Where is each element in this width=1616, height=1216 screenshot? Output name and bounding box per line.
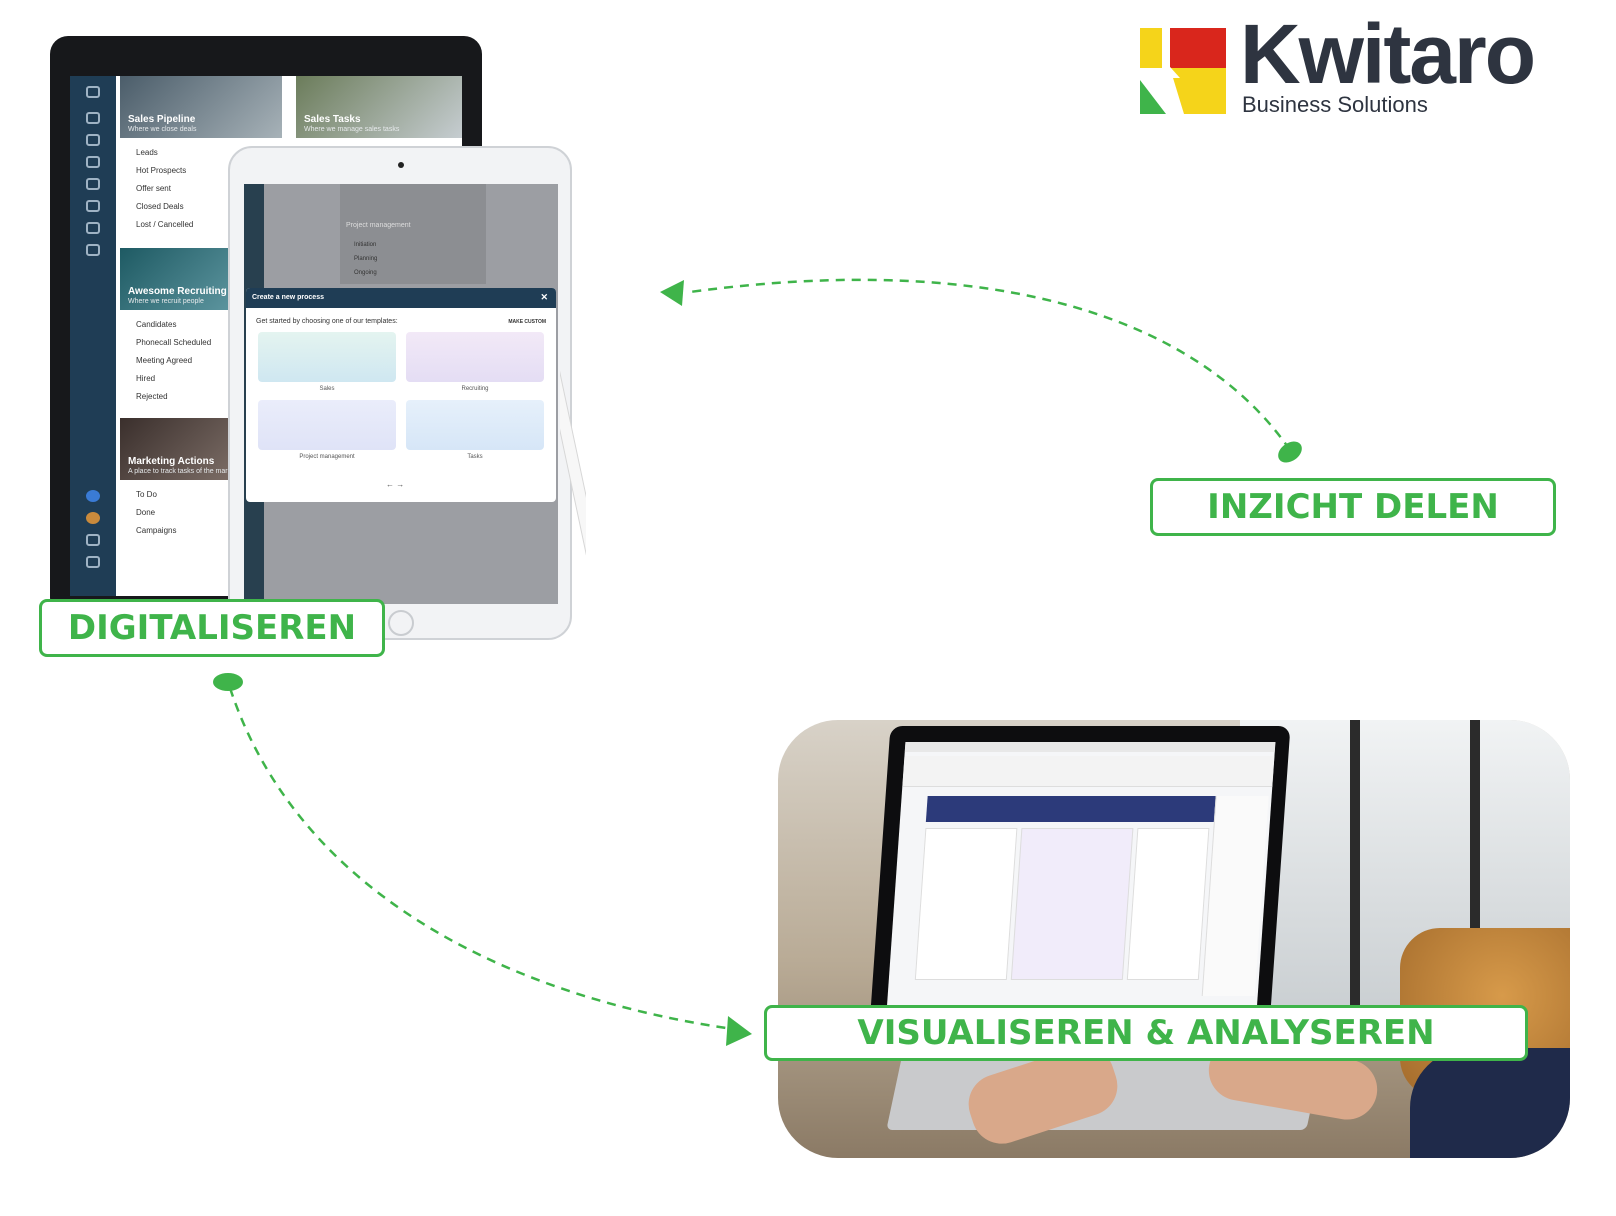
logo-mark-icon (1140, 28, 1226, 114)
arrow-digital-to-visual (228, 687, 741, 1032)
template-caption: Recruiting (461, 386, 489, 392)
panel-title: Project management (346, 222, 411, 229)
template-caption: Tasks (467, 454, 483, 460)
menu-icon[interactable] (86, 556, 100, 568)
front-tablet: Project management Initiation Planning O… (228, 146, 572, 640)
template-sales[interactable]: Sales (258, 332, 396, 392)
label-visualiseren-analyseren: VISUALISEREN & ANALYSEREN (764, 1005, 1528, 1061)
report-panel (914, 828, 1018, 980)
card-sales-pipeline[interactable]: Sales Pipeline Where we close deals (120, 76, 282, 138)
list-item[interactable]: Lost / Cancelled (136, 220, 194, 229)
list-item[interactable]: Rejected (136, 392, 168, 401)
list-item[interactable]: Hot Prospects (136, 166, 187, 175)
template-caption: Sales (319, 386, 335, 392)
list-item[interactable]: Candidates (136, 320, 177, 329)
label-digitaliseren: DIGITALISEREN (39, 599, 385, 657)
template-project-management[interactable]: Project management (258, 400, 396, 460)
label-inzicht-delen: INZICHT DELEN (1150, 478, 1556, 536)
logo-wordmark: Kwitaro (1240, 7, 1536, 101)
card-subtitle: Where we manage sales tasks (304, 126, 400, 133)
search-icon[interactable] (86, 534, 100, 546)
arrow-tail-dot-icon (1278, 441, 1302, 463)
card-title: Sales Pipeline (128, 114, 196, 125)
window-frame (1350, 720, 1360, 1020)
create-process-dialog: Create a new process ✕ Get started by ch… (246, 288, 556, 502)
card-subtitle: A place to track tasks of the marke (128, 468, 235, 475)
bell-icon[interactable] (86, 86, 100, 98)
home-button (388, 610, 414, 636)
list-item[interactable]: Initiation (354, 242, 377, 248)
report-scatter-panel (1010, 828, 1134, 980)
sleeve (1410, 1048, 1570, 1158)
print-icon[interactable] (86, 200, 100, 212)
window-frame (1470, 720, 1480, 1020)
stylus-pencil-icon (560, 300, 586, 606)
card-title: Awesome Recruiting (128, 286, 227, 297)
laptop-screen (886, 742, 1276, 1012)
card-title: Marketing Actions (128, 456, 215, 467)
card-subtitle: Where we close deals (128, 126, 197, 133)
arrow-tail-dot-icon (213, 673, 243, 691)
rocket-icon[interactable] (86, 134, 100, 146)
close-icon[interactable]: ✕ (540, 292, 548, 302)
make-custom-button[interactable]: MAKE CUSTOM (508, 319, 546, 325)
arrow-inzicht-to-digital (689, 278, 1292, 451)
list-item[interactable]: Done (136, 508, 156, 517)
report-banner (925, 796, 1258, 822)
list-item[interactable]: Hired (136, 374, 156, 383)
logo-tagline: Business Solutions (1242, 92, 1428, 117)
pager-arrows-icon[interactable]: ← → (386, 480, 405, 489)
gear-icon[interactable] (86, 244, 100, 256)
calendar-icon[interactable] (86, 156, 100, 168)
project-management-panel[interactable]: Project management (340, 184, 486, 284)
report-line-panel (1126, 828, 1210, 980)
arrowhead-right-icon (726, 1016, 752, 1046)
list-item[interactable]: Meeting Agreed (136, 356, 193, 365)
dialog-header: Create a new process ✕ (246, 288, 556, 308)
list-item[interactable]: Offer sent (136, 184, 171, 193)
list-item[interactable]: Campaigns (136, 526, 177, 535)
list-item[interactable]: To Do (136, 490, 157, 499)
chat-icon[interactable] (86, 178, 100, 190)
template-recruiting[interactable]: Recruiting (406, 332, 544, 392)
cloud-icon[interactable] (86, 222, 100, 234)
list-item[interactable]: Planning (354, 256, 378, 262)
avatar-a-icon[interactable] (86, 490, 100, 502)
list-item[interactable]: Leads (136, 148, 158, 157)
dialog-intro: Get started by choosing one of our templ… (256, 318, 398, 325)
card-title: Sales Tasks (304, 114, 361, 125)
template-caption: Project management (299, 454, 355, 460)
inbox-icon[interactable] (86, 112, 100, 124)
kwitaro-logo: Kwitaro Business Solutions (1140, 12, 1580, 126)
sidebar-rail (70, 76, 116, 596)
user-avatar[interactable] (86, 512, 100, 524)
card-subtitle: Where we recruit people (128, 298, 204, 305)
list-item[interactable]: Closed Deals (136, 202, 184, 211)
card-sales-tasks[interactable]: Sales Tasks Where we manage sales tasks (296, 76, 462, 138)
front-tablet-screen: Project management Initiation Planning O… (244, 184, 558, 604)
camera-dot (398, 162, 404, 168)
list-item[interactable]: Ongoing (354, 270, 377, 276)
laptop-analytics-photo (778, 720, 1570, 1158)
dialog-title: Create a new process (252, 294, 324, 301)
template-tasks[interactable]: Tasks (406, 400, 544, 460)
list-item[interactable]: Phonecall Scheduled (136, 338, 212, 347)
arrowhead-left-icon (660, 280, 684, 306)
